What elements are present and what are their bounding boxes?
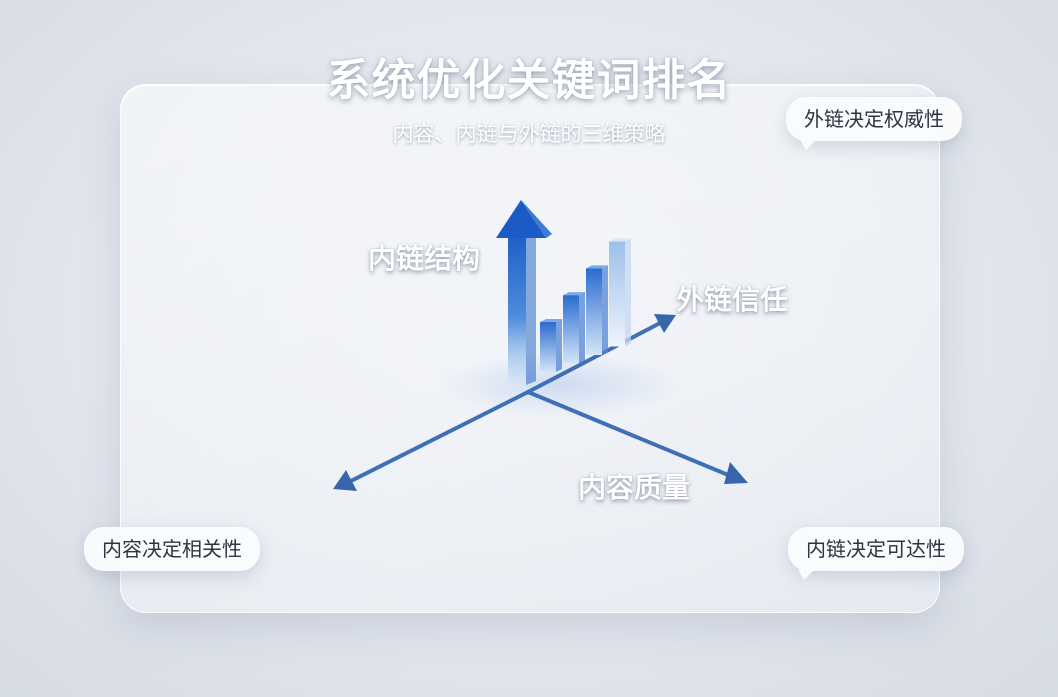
callout-external-authority-text: 外链决定权威性 <box>804 107 944 131</box>
bar-2 <box>563 292 585 364</box>
bar-3 <box>586 265 608 355</box>
axis-label-internal-links: 内链结构 <box>368 242 481 275</box>
callout-external-authority: 外链决定权威性 <box>786 97 962 150</box>
callout-content-relevance-text: 内容决定相关性 <box>102 537 242 561</box>
bar-1 <box>540 319 562 372</box>
callout-internal-reachability-text: 内链决定可达性 <box>806 537 946 561</box>
floor-glow <box>440 353 680 417</box>
page-subtitle: 内容、内链与外链的三维策略 <box>392 122 666 146</box>
axis-left-arrowhead <box>333 470 357 491</box>
axis-front <box>526 390 735 479</box>
axis-vertical-arrowhead <box>496 200 546 238</box>
callout-internal-reachability: 内链决定可达性 <box>788 527 964 580</box>
page-title: 系统优化关键词排名 <box>326 55 732 106</box>
callout-tail <box>800 140 816 150</box>
axis-right <box>526 320 664 394</box>
axis-front-arrowhead <box>724 462 748 484</box>
bar-series <box>540 238 631 372</box>
axis-label-external-links: 外链信任 <box>676 283 789 316</box>
axis-right-arrowhead <box>654 314 676 333</box>
axis-vertical <box>496 200 552 390</box>
axis-label-content-quality: 内容质量 <box>578 471 691 504</box>
axis-left <box>343 390 530 486</box>
callout-content-relevance: 内容决定相关性 <box>84 527 260 571</box>
callout-tail <box>798 570 814 580</box>
bar-4 <box>609 238 631 347</box>
